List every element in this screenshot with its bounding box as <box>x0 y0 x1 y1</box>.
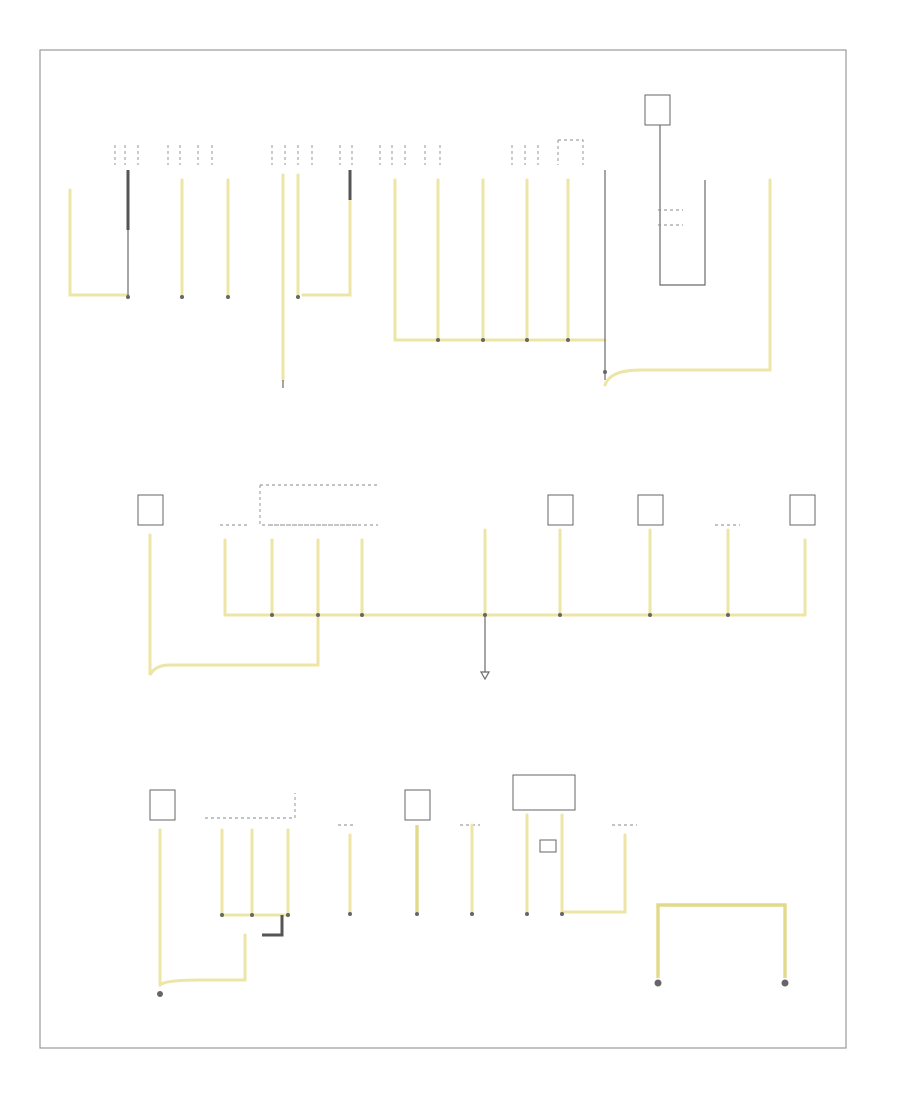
ground-section-bottom <box>149 774 789 997</box>
ground-point-left <box>654 979 662 987</box>
ground-point-right <box>781 979 789 987</box>
ground-section-top <box>68 94 772 388</box>
diagram-border <box>39 49 847 1049</box>
component-connectors-top <box>114 94 671 165</box>
ground-section-middle <box>137 484 816 681</box>
component-box <box>644 94 671 126</box>
ground-bar <box>656 903 787 978</box>
splice-node <box>126 295 130 299</box>
